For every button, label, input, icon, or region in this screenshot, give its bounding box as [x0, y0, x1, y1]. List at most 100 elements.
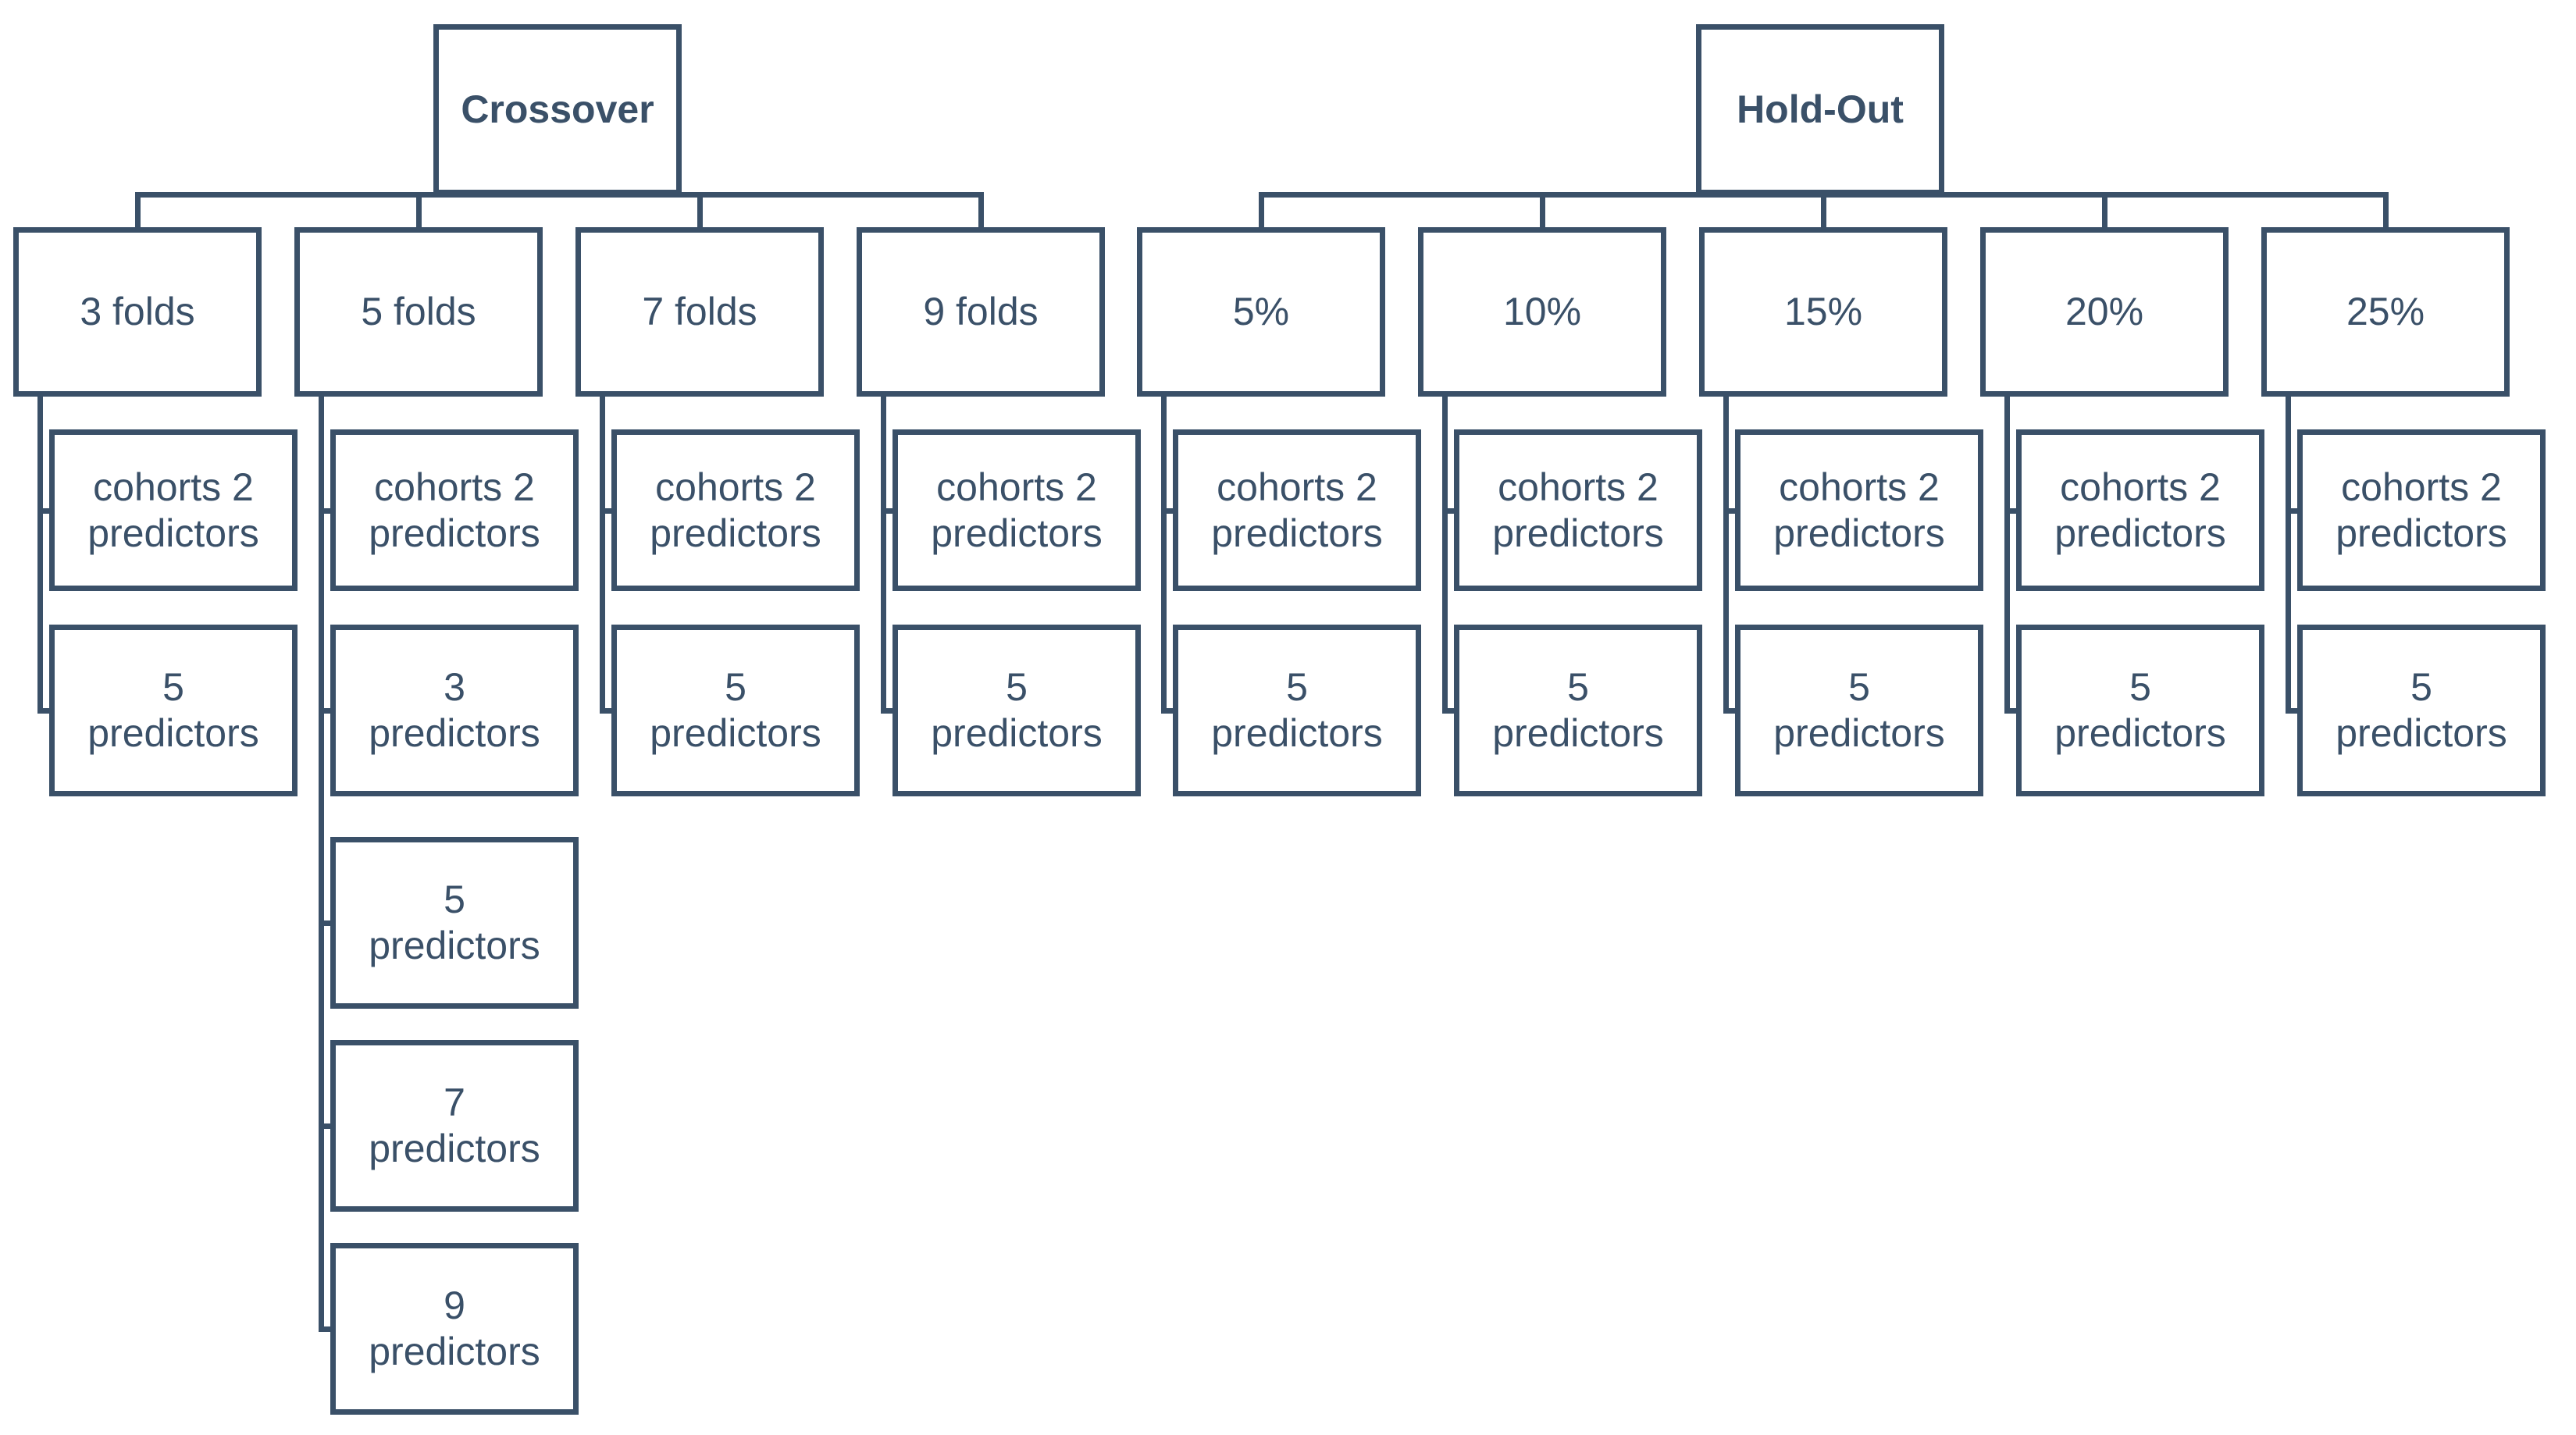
- connector-elbow-5-folds-1: [319, 708, 336, 714]
- child-label-line1: 5: [1567, 665, 1589, 709]
- child-label-line1: cohorts 2: [2060, 465, 2221, 509]
- connector-elbow-25-percent-1: [2286, 708, 2303, 714]
- child-label-line2: predictors: [650, 711, 821, 755]
- connector-bus-crossover: [135, 192, 984, 198]
- child-label-line2: predictors: [1492, 511, 1664, 555]
- branch-box-15-percent[interactable]: 15%: [1699, 227, 1947, 397]
- root-box-crossover[interactable]: Crossover: [433, 24, 682, 195]
- child-label-line2: predictors: [2054, 711, 2226, 755]
- connector-stub-10-percent: [1540, 192, 1545, 227]
- branch-box-20-percent-label: 20%: [2065, 290, 2144, 333]
- branch-box-5-folds[interactable]: 5 folds: [294, 227, 543, 397]
- branch-box-20-percent[interactable]: 20%: [1980, 227, 2229, 397]
- child-label-line2: predictors: [87, 511, 259, 555]
- branch-box-10-percent-label: 10%: [1502, 290, 1582, 333]
- branch-box-5-folds-label: 5 folds: [361, 290, 476, 333]
- child-label-line1: 5: [2410, 665, 2432, 709]
- child-label-line2: predictors: [931, 711, 1103, 755]
- child-label-line2: predictors: [1492, 711, 1664, 755]
- connector-elbow-9-folds-0: [881, 508, 898, 514]
- branch-box-9-folds[interactable]: 9 folds: [857, 227, 1105, 397]
- branch-box-25-percent[interactable]: 25%: [2261, 227, 2510, 397]
- connector-elbow-20-percent-1: [2004, 708, 2022, 714]
- branch-box-10-percent[interactable]: 10%: [1418, 227, 1666, 397]
- child-label-line2: predictors: [2054, 511, 2226, 555]
- child-label-line1: 5: [1006, 665, 1028, 709]
- child-label-line1: 9: [444, 1284, 465, 1327]
- child-label-line1: cohorts 2: [1779, 465, 1940, 509]
- root-box-holdout[interactable]: Hold-Out: [1696, 24, 1944, 195]
- branch-box-3-folds[interactable]: 3 folds: [13, 227, 262, 397]
- connector-elbow-7-folds-0: [600, 508, 617, 514]
- child-label-line1: cohorts 2: [655, 465, 816, 509]
- branch-box-9-folds-label: 9 folds: [923, 290, 1039, 333]
- child-label-line1: cohorts 2: [936, 465, 1097, 509]
- child-label-line1: cohorts 2: [2341, 465, 2502, 509]
- connector-rail-25-percent: [2286, 391, 2291, 714]
- connector-elbow-10-percent-0: [1442, 508, 1459, 514]
- connector-rail-3-folds: [37, 391, 43, 714]
- child-label-line2: predictors: [369, 711, 540, 755]
- connector-rail-5-folds: [319, 391, 324, 1332]
- child-label-line1: 5: [2129, 665, 2151, 709]
- child-label-line1: 5: [162, 665, 184, 709]
- connector-elbow-15-percent-1: [1723, 708, 1740, 714]
- root-box-crossover-label: Crossover: [461, 87, 654, 131]
- connector-rail-20-percent: [2004, 391, 2010, 714]
- child-label-line2: predictors: [369, 511, 540, 555]
- connector-elbow-5-percent-1: [1161, 708, 1178, 714]
- child-label-line1: cohorts 2: [1217, 465, 1377, 509]
- connector-elbow-5-percent-0: [1161, 508, 1178, 514]
- child-label-line2: predictors: [1211, 511, 1383, 555]
- branch-box-7-folds[interactable]: 7 folds: [575, 227, 824, 397]
- connector-rail-7-folds: [600, 391, 605, 714]
- child-label-line2: predictors: [2336, 711, 2507, 755]
- connector-rail-5-percent: [1161, 391, 1167, 714]
- connector-elbow-25-percent-0: [2286, 508, 2303, 514]
- child-label-line2: predictors: [87, 711, 259, 755]
- connector-stub-25-percent: [2383, 192, 2389, 227]
- child-label-line1: 7: [444, 1081, 465, 1124]
- branch-box-5-percent[interactable]: 5%: [1137, 227, 1385, 397]
- child-label-line2: predictors: [369, 924, 540, 967]
- connector-elbow-3-folds-1: [37, 708, 55, 714]
- connector-elbow-7-folds-1: [600, 708, 617, 714]
